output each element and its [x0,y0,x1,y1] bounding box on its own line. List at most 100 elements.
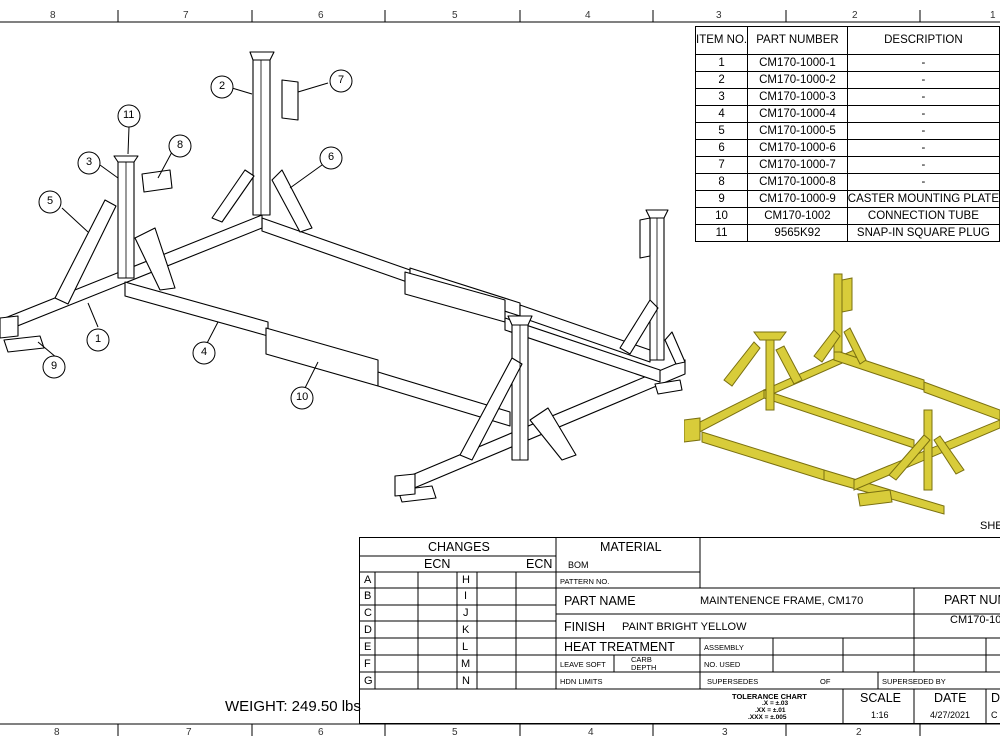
change-letter-j: J [463,607,469,619]
bom-cell-part: CM170-1000-8 [747,173,848,191]
finish-label: FINISH [564,620,605,634]
change-letter-b: B [364,590,372,602]
tolerance-chart-label: TOLERANCE CHART [732,692,807,701]
material-label: MATERIAL [600,540,662,554]
part-name-value: MAINTENENCE FRAME, CM170 [700,595,864,607]
weight-label: WEIGHT: 249.50 lbs [225,698,361,715]
part-number-label: PART NUM [944,593,1000,607]
bom-cell-part: 9565K92 [747,224,848,242]
balloon-2: 2 [219,80,226,92]
zone-label: 5 [452,10,458,21]
change-letter-a: A [364,574,372,586]
change-letter-l: L [462,641,469,653]
change-letter-c: C [364,607,372,619]
hdn-limits-label: HDN LIMITS [560,677,603,686]
change-letter-n: N [462,675,470,687]
date-value: 4/27/2021 [930,710,971,720]
zone-label: 2 [856,727,862,738]
date-label: DATE [934,691,967,705]
finish-value: PAINT BRIGHT YELLOW [622,621,747,633]
change-letter-d: D [364,624,372,636]
change-letter-k: K [462,624,470,636]
zone-label: 3 [716,10,722,21]
tolerance-xx: .XX = ±.01 [755,707,786,714]
zone-label: 8 [50,10,56,21]
zone-label: 7 [183,10,189,21]
balloon-circles [38,69,353,410]
balloon-6: 6 [328,151,335,163]
zone-label: 3 [722,727,728,738]
assembly-label: ASSEMBLY [704,643,744,652]
tolerance-xxx: .XXX = ±.005 [748,714,787,721]
heat-treatment-label: HEAT TREATMENT [564,640,675,654]
change-letter-h: H [462,574,470,586]
sheet-label: SHE [980,520,1000,532]
zone-label: 5 [452,727,458,738]
change-letter-g: G [364,675,373,687]
leave-soft-label: LEAVE SOFT [560,660,606,669]
balloon-5: 5 [47,195,54,207]
bom-header-row: ITEM NO. PART NUMBER DESCRIPTION [694,26,1000,55]
frame-isometric-drawing [0,51,686,503]
tolerance-x: .X = ±.03 [762,700,789,707]
zone-label: 1 [990,10,996,21]
balloon-8: 8 [177,139,184,151]
bom-cell-part: CM170-1002 [747,207,848,225]
superseded-by-label: SUPERSEDED BY [882,677,946,686]
bom-cell-part: CM170-1000-9 [747,190,848,208]
bom-header-item: ITEM NO. [694,26,749,55]
frame-shaded-render [684,273,1000,515]
balloon-4: 4 [201,346,208,358]
change-letter-f: F [364,658,371,670]
bom-cell-desc: SNAP-IN SQUARE PLUG [846,224,1000,242]
part-number-value: CM170-10 [950,614,1000,626]
c-value: C [991,710,998,720]
zone-label: 4 [588,727,594,738]
bom-cell-item: 11 [694,224,749,242]
d-label: D [991,691,1000,705]
of-label: OF [820,677,831,686]
balloon-9: 9 [51,360,58,372]
zone-label: 8 [54,727,60,738]
ecn-label-1: ECN [424,557,451,571]
supersedes-label: SUPERSEDES [707,677,759,686]
zone-label: 4 [585,10,591,21]
changes-label: CHANGES [428,540,490,554]
bom-cell-part: CM170-1000-3 [747,88,848,106]
scale-label: SCALE [860,691,901,705]
carb-depth-label: CARB DEPTH [631,655,657,672]
balloon-1: 1 [95,333,102,345]
zone-label: 6 [318,10,324,21]
pattern-no-label: PATTERN NO. [560,577,610,586]
balloon-7: 7 [338,74,345,86]
change-letter-i: I [464,590,468,602]
bom-cell-part: CM170-1000-7 [747,156,848,174]
part-name-label: PART NAME [564,594,636,608]
material-bom: BOM [568,560,589,570]
no-used-label: NO. USED [704,660,741,669]
balloon-3: 3 [86,156,93,168]
bom-cell-desc: CASTER MOUNTING PLATE [846,190,1000,208]
zone-label: 2 [852,10,858,21]
balloon-11: 11 [123,109,135,121]
ecn-label-2: ECN [526,557,553,571]
zone-label: 6 [318,727,324,738]
bom-header-part: PART NUMBER [747,26,848,55]
scale-value: 1:16 [871,710,889,720]
balloon-10: 10 [296,391,309,403]
change-letter-e: E [364,641,372,653]
bom-cell-desc: CONNECTION TUBE [846,207,1000,225]
change-letter-m: M [461,658,471,670]
zone-label: 7 [186,727,192,738]
